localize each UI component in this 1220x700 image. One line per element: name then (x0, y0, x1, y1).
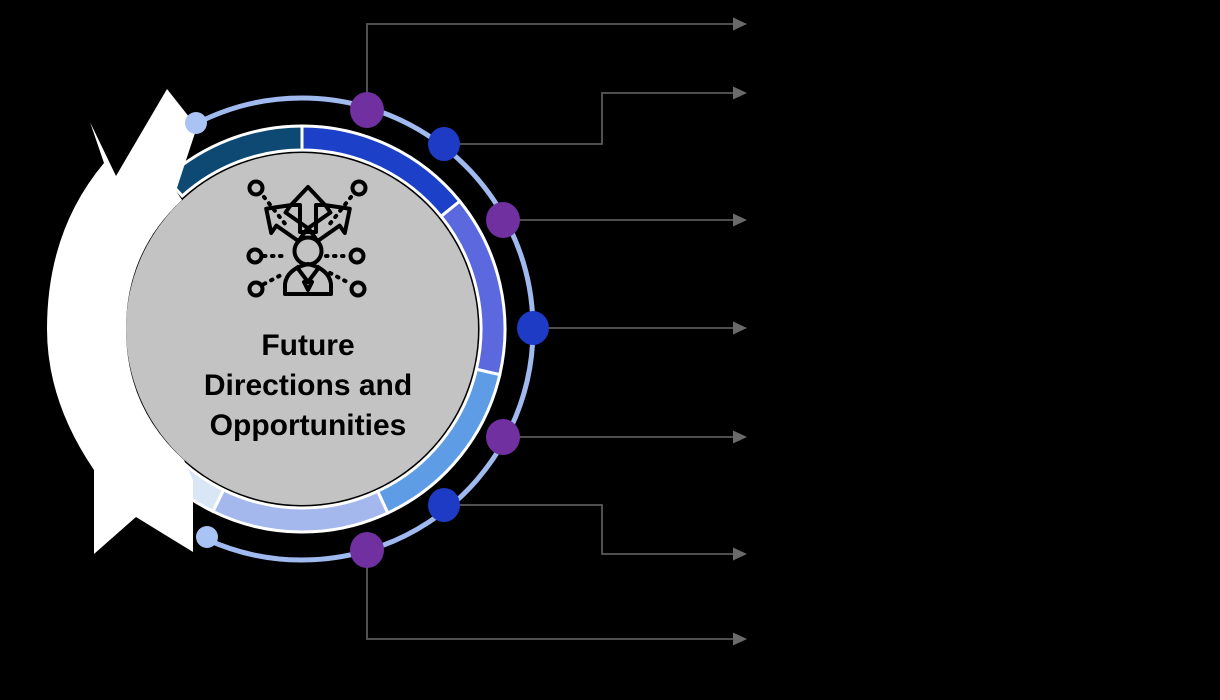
node-dot-5 (517, 311, 549, 345)
connector-3 (503, 213, 747, 227)
node-dots (185, 92, 549, 568)
person-future-directions-icon (246, 179, 368, 298)
connector-lines (366, 17, 747, 646)
node-dot-3 (428, 127, 460, 161)
segment-ring (164, 124, 507, 534)
connector-line (366, 550, 733, 640)
arrowhead-icon (733, 213, 747, 227)
arrowhead-icon (733, 321, 747, 335)
node-dot-1 (185, 112, 207, 134)
arrowhead-icon (733, 547, 747, 561)
connector-1 (366, 17, 747, 110)
arrow-up-right-icon (306, 203, 352, 244)
center-title-line: Future (261, 329, 355, 362)
dotted-rays (262, 195, 353, 286)
arrowhead-icon (733, 632, 747, 646)
arrow-up-left-icon (264, 203, 310, 244)
center-title: Future Directions and Opportunities (178, 326, 438, 446)
arrowhead-icon (733, 430, 747, 444)
node-dot-8 (350, 532, 384, 568)
ray-end-ring (247, 179, 265, 197)
person-bust (283, 262, 333, 296)
ray-end-ring (349, 280, 367, 298)
node-dot-7 (428, 488, 460, 522)
ray-end-ring (350, 179, 368, 197)
node-dot-6 (486, 419, 520, 455)
arrowhead-icon (733, 86, 747, 100)
node-dot-9 (196, 526, 218, 548)
person-tie (302, 280, 314, 292)
arrow-up-icon (289, 185, 327, 234)
center-title-line: Directions and (203, 369, 413, 402)
connector-4 (533, 321, 747, 335)
node-dot-2 (350, 92, 384, 128)
connector-line (366, 23, 733, 110)
center-title-line: Opportunities (209, 409, 407, 442)
connector-7 (366, 550, 747, 646)
connector-line (444, 504, 733, 555)
connector-2 (444, 86, 747, 145)
arrowhead-icon (733, 17, 747, 31)
connector-5 (503, 430, 747, 444)
node-dot-4 (486, 202, 520, 238)
ray-end-ring (247, 280, 265, 298)
ray-end-ring (246, 247, 264, 265)
white-ribbon-swoosh (47, 89, 197, 554)
center-circle (126, 153, 478, 505)
connector-line (444, 92, 733, 145)
connector-6 (444, 504, 747, 561)
ray-end-ring (348, 247, 366, 265)
